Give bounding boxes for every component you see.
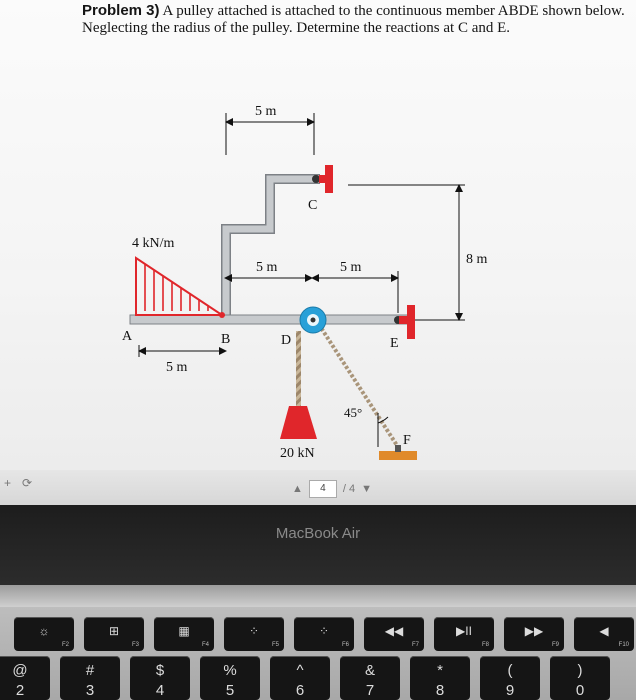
- number-key-digit: 6: [295, 682, 305, 699]
- function-key-glyph: ◀: [599, 624, 609, 638]
- function-key[interactable]: ☼ F2: [14, 617, 74, 651]
- function-key-glyph: ⁘: [318, 624, 330, 638]
- problem-number: Problem 3): [82, 2, 160, 19]
- number-key-symbol: *: [437, 662, 443, 679]
- function-key-glyph: ◀◀: [384, 624, 404, 638]
- number-key-digit: 8: [435, 682, 445, 699]
- number-key-symbol: #: [85, 662, 95, 679]
- number-key[interactable]: (9: [480, 656, 540, 700]
- function-key-label: F2: [61, 642, 69, 648]
- label-f: F: [403, 433, 411, 448]
- number-key[interactable]: $4: [130, 656, 190, 700]
- laptop-hinge: [0, 585, 636, 607]
- dim-height-label: 8 m: [466, 252, 488, 267]
- frame-diagram: 5 m C 4 kN/m 5 m: [122, 104, 488, 461]
- problem-text: Problem 3) A pulley attached is attached…: [82, 2, 630, 37]
- number-key[interactable]: ^6: [270, 656, 330, 700]
- function-key-glyph: ▦: [178, 624, 190, 638]
- number-key-symbol: @: [12, 662, 28, 679]
- function-key[interactable]: ▶II F8: [434, 617, 494, 651]
- next-page-icon[interactable]: ▼: [361, 483, 373, 495]
- prev-page-icon[interactable]: ▲: [292, 483, 303, 495]
- number-key-symbol: %: [223, 662, 237, 679]
- function-key-glyph: ⊞: [108, 624, 120, 638]
- laptop-brand: MacBook Air: [275, 525, 361, 542]
- angle-label: 45°: [344, 405, 362, 420]
- number-key-digit: 2: [15, 682, 25, 699]
- rope-vertical: [296, 331, 301, 406]
- function-key[interactable]: ◀ F10: [574, 617, 634, 651]
- number-key[interactable]: )0: [550, 656, 610, 700]
- dim-de-label: 5 m: [340, 260, 362, 275]
- function-key-label: F4: [201, 642, 209, 648]
- function-key-glyph: ▶II: [456, 624, 472, 638]
- label-d: D: [281, 333, 291, 348]
- function-key-label: F7: [411, 642, 419, 648]
- function-key-label: F10: [618, 642, 629, 648]
- weight-block: [280, 406, 317, 439]
- problem-statement: A pulley attached is attached to the con…: [82, 3, 625, 36]
- function-key-glyph: ▶▶: [524, 624, 544, 638]
- number-key[interactable]: %5: [200, 656, 260, 700]
- rotate-icon[interactable]: ⟳: [22, 476, 33, 490]
- function-key-label: F8: [481, 642, 489, 648]
- function-key[interactable]: ⁘ F6: [294, 617, 354, 651]
- number-key-digit: 0: [575, 682, 585, 699]
- load-label: 4 kN/m: [132, 236, 175, 251]
- label-a: A: [122, 329, 133, 344]
- ground-f: [379, 451, 417, 460]
- dim-top-label: 5 m: [255, 104, 277, 119]
- number-key-digit: 9: [505, 682, 515, 699]
- page-total: / 4: [342, 483, 356, 495]
- function-key[interactable]: ▶▶ F9: [504, 617, 564, 651]
- function-key-label: F9: [551, 642, 559, 648]
- label-e: E: [390, 336, 399, 351]
- number-key-digit: 7: [365, 682, 375, 699]
- dim-bd-label: 5 m: [256, 260, 278, 275]
- function-key-glyph: ⁘: [248, 624, 260, 638]
- page-number-input[interactable]: 4: [308, 480, 337, 498]
- support-e: [407, 305, 415, 339]
- member-ae: [129, 314, 409, 325]
- function-key-glyph: ☼: [38, 624, 50, 638]
- function-key[interactable]: ▦ F4: [154, 617, 214, 651]
- number-key-symbol: &: [364, 662, 375, 679]
- pin-c: [312, 175, 320, 183]
- page-navigator: ▲ 4 / 4 ▼: [292, 477, 372, 501]
- function-key-label: F6: [341, 642, 349, 648]
- number-key-symbol: ): [577, 662, 583, 679]
- dim-ab-label: 5 m: [166, 360, 188, 375]
- function-key-label: F3: [131, 642, 139, 648]
- label-c: C: [308, 198, 317, 213]
- function-key[interactable]: ◀◀ F7: [364, 617, 424, 651]
- number-key-digit: 4: [155, 682, 165, 699]
- function-key[interactable]: ⊞ F3: [84, 617, 144, 651]
- rope-diagonal: [314, 318, 400, 449]
- function-key-label: F5: [271, 642, 279, 648]
- support-c: [325, 165, 333, 193]
- laptop-bezel: [0, 505, 636, 585]
- number-key-digit: 5: [225, 682, 235, 699]
- document-screen: Problem 3) A pulley attached is attached…: [0, 0, 636, 470]
- number-key-symbol: $: [155, 662, 165, 679]
- weight-label: 20 kN: [280, 446, 315, 461]
- number-key[interactable]: &7: [340, 656, 400, 700]
- distributed-load: [135, 256, 226, 316]
- zoom-in-icon[interactable]: +: [4, 476, 12, 490]
- number-key-digit: 3: [85, 682, 95, 699]
- number-key[interactable]: @2: [0, 656, 50, 700]
- number-key-symbol: (: [507, 662, 513, 679]
- number-key-symbol: ^: [296, 662, 304, 679]
- function-key[interactable]: ⁘ F5: [224, 617, 284, 651]
- number-key[interactable]: *8: [410, 656, 470, 700]
- number-key[interactable]: #3: [60, 656, 120, 700]
- label-b: B: [221, 332, 230, 347]
